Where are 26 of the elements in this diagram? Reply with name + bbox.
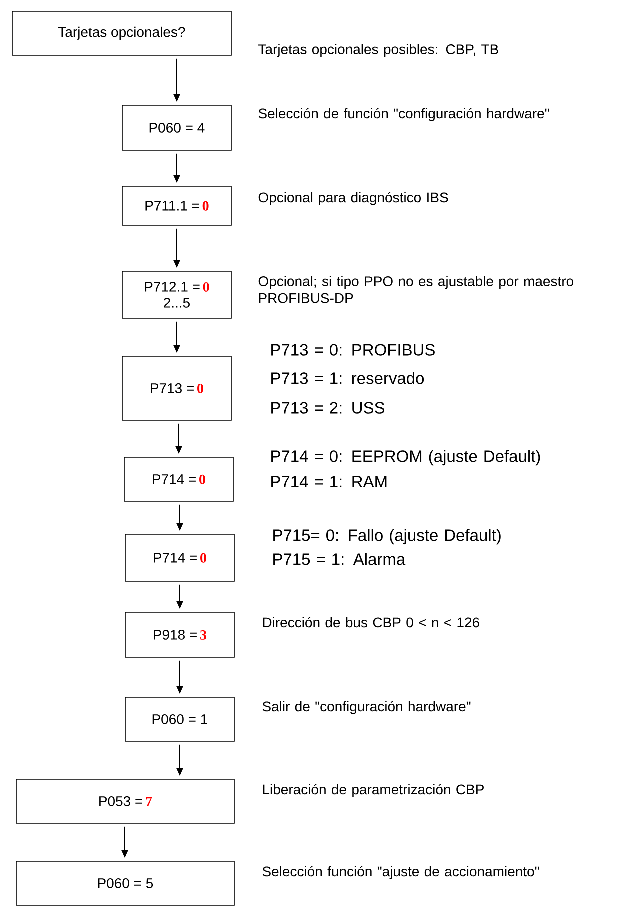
- process-box: P060 = 4: [122, 105, 232, 151]
- description-text: Tarjetas opcionales posibles: CBP, TB: [258, 44, 498, 58]
- process-box: P060 = 5: [16, 861, 235, 906]
- process-box: P714 = 0: [125, 534, 235, 582]
- process-box: P918 = 3: [125, 612, 235, 658]
- description-text: P714 = 1: RAM: [272, 476, 387, 488]
- description-text: P715= 0: Fallo (ajuste Default): [274, 529, 501, 545]
- process-box: P053 = 7: [16, 779, 235, 824]
- description-text: Salir de "configuración hardware": [262, 701, 471, 714]
- description-text: P713 = 0: PROFIBUS: [272, 344, 435, 356]
- process-box: P060 = 1: [125, 697, 235, 742]
- process-box: Tarjetas opcionales?: [12, 11, 232, 56]
- description-text: Dirección de bus CBP 0 < n < 126: [263, 617, 480, 628]
- description-text: P715 = 1: Alarma: [274, 553, 406, 566]
- description-text: Selección función "ajuste de accionamiento": [262, 866, 540, 880]
- description-text: P714 = 0: EEPROM (ajuste Default): [272, 450, 540, 466]
- process-box: P712.1 = 0 2...5: [122, 271, 232, 319]
- description-text: Liberación de parametrización CBP: [263, 784, 484, 798]
- process-box: P713 = 0: [122, 356, 232, 421]
- process-box: P714 = 0: [124, 457, 234, 502]
- description-text: Selección de función "configuración hardware": [258, 108, 550, 122]
- description-text: Opcional para diagnóstico IBS: [258, 192, 448, 206]
- description-text: P713 = 2: USS: [272, 402, 385, 414]
- process-box: P711.1 = 0: [122, 186, 232, 226]
- description-text: P713 = 1: reservado: [272, 372, 424, 384]
- description-text: Opcional; si tipo PPO no es ajustable por maestro PROFIBUS-DP: [258, 276, 574, 304]
